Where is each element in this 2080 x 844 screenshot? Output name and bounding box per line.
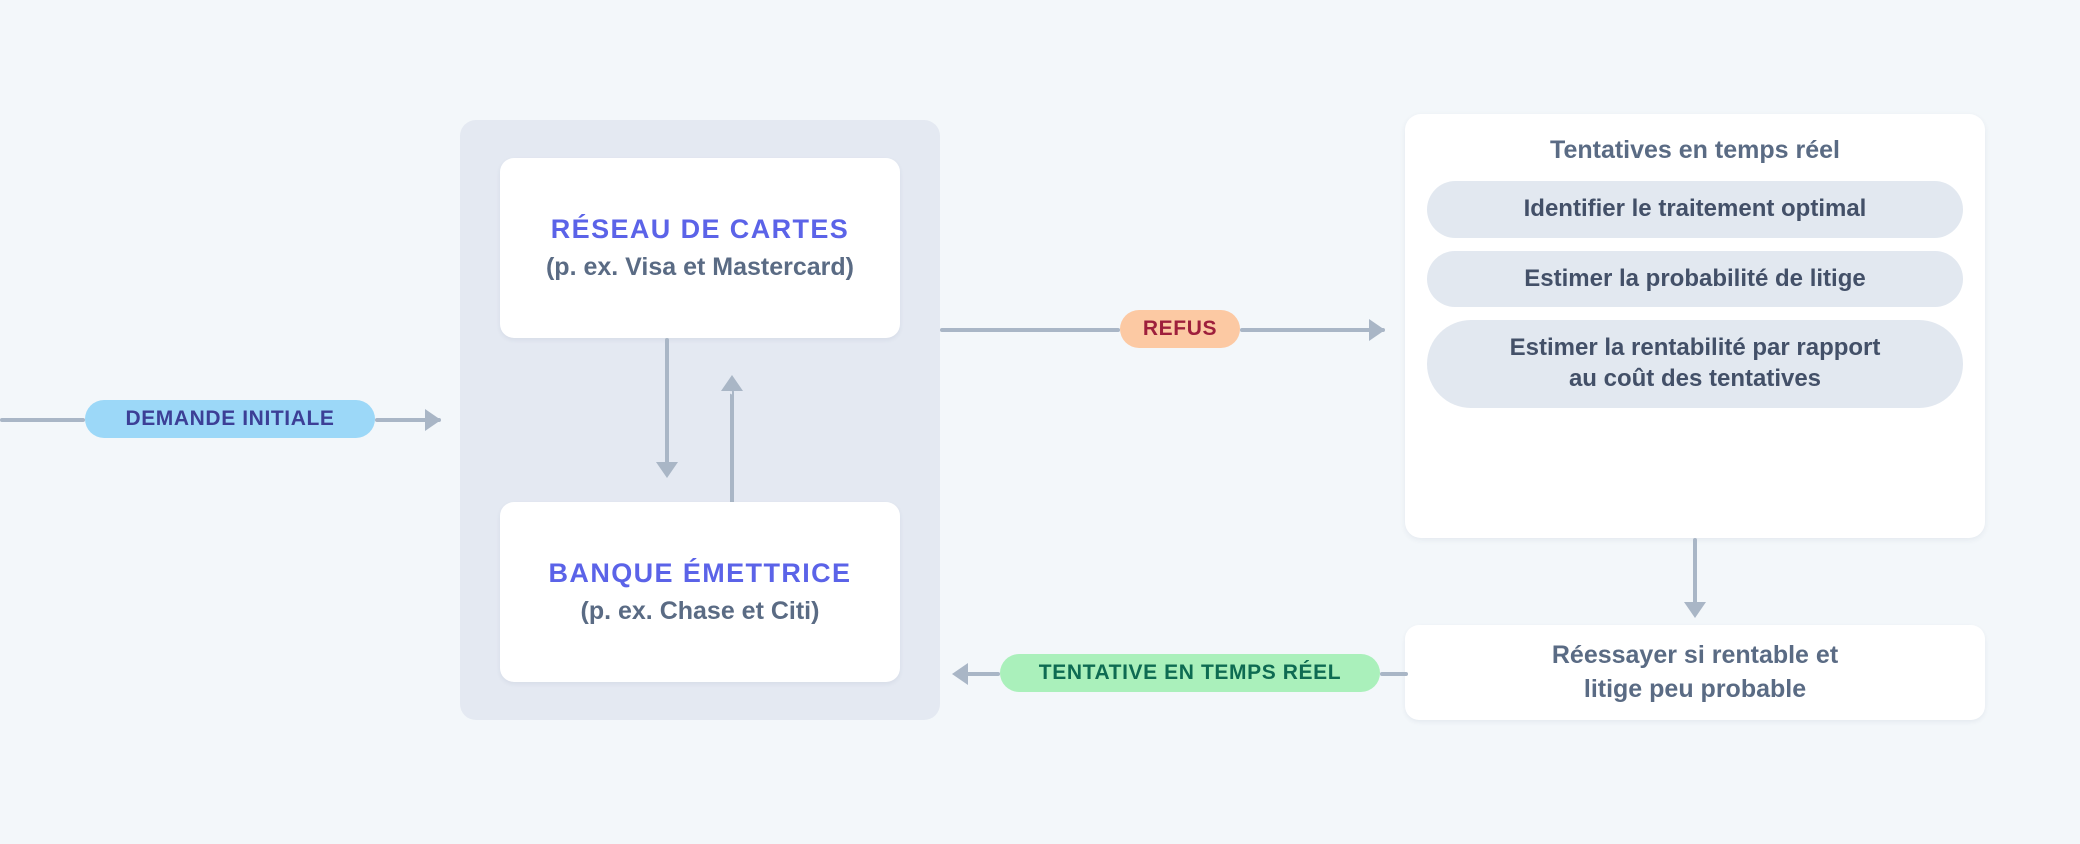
node-retry-decision[interactable]: Réessayer si rentable et litige peu prob… [1405, 625, 1985, 720]
edge-label-retry: TENTATIVE EN TEMPS RÉEL [1000, 654, 1380, 692]
edge-bank-to-network-arrowhead [721, 375, 743, 391]
edge-label-initial-request: DEMANDE INITIALE [85, 400, 375, 438]
edge-decline-line-left [940, 328, 1120, 332]
node-realtime-attempts[interactable]: Tentatives en temps réel Identifier le t… [1405, 114, 1985, 538]
edge-label-initial-request-text: DEMANDE INITIALE [125, 407, 335, 430]
edge-retry-line-left [965, 672, 1000, 676]
edge-label-decline: REFUS [1120, 310, 1240, 348]
node-issuing-bank-subtitle: (p. ex. Chase et Citi) [580, 596, 820, 625]
node-card-network-title: RÉSEAU DE CARTES [550, 213, 850, 244]
edge-attempts-to-result-arrowhead [1684, 602, 1706, 618]
edge-attempts-to-result-line [1693, 538, 1697, 608]
edge-label-retry-text: TENTATIVE EN TEMPS RÉEL [1038, 661, 1342, 684]
edge-network-to-bank-arrowhead [656, 462, 678, 478]
edge-initial-request-line-left [0, 418, 85, 422]
node-card-network-subtitle: (p. ex. Visa et Mastercard) [545, 252, 854, 281]
node-issuing-bank[interactable]: BANQUE ÉMETTRICE (p. ex. Chase et Citi) [500, 502, 900, 682]
node-card-network[interactable]: RÉSEAU DE CARTES (p. ex. Visa et Masterc… [500, 158, 900, 338]
edge-bank-to-network-line [730, 390, 734, 510]
edge-initial-request-arrowhead [425, 409, 441, 431]
realtime-attempts-heading: Tentatives en temps réel [1550, 136, 1840, 164]
realtime-attempt-step-3[interactable]: Estimer la rentabilité par rapport au co… [1427, 320, 1963, 408]
edge-retry-arrowhead [952, 663, 968, 685]
edge-decline-line-right [1240, 328, 1385, 332]
realtime-attempt-step-2[interactable]: Estimer la probabilité de litige [1427, 250, 1963, 308]
edge-decline-arrowhead [1369, 319, 1385, 341]
node-issuing-bank-title: BANQUE ÉMETTRICE [548, 557, 852, 588]
edge-label-decline-text: REFUS [1142, 317, 1218, 340]
edge-retry-line-right [1380, 672, 1408, 676]
realtime-attempt-step-1[interactable]: Identifier le traitement optimal [1427, 181, 1963, 238]
edge-network-to-bank-line [665, 338, 669, 468]
edge-initial-request-line-right [375, 418, 441, 422]
